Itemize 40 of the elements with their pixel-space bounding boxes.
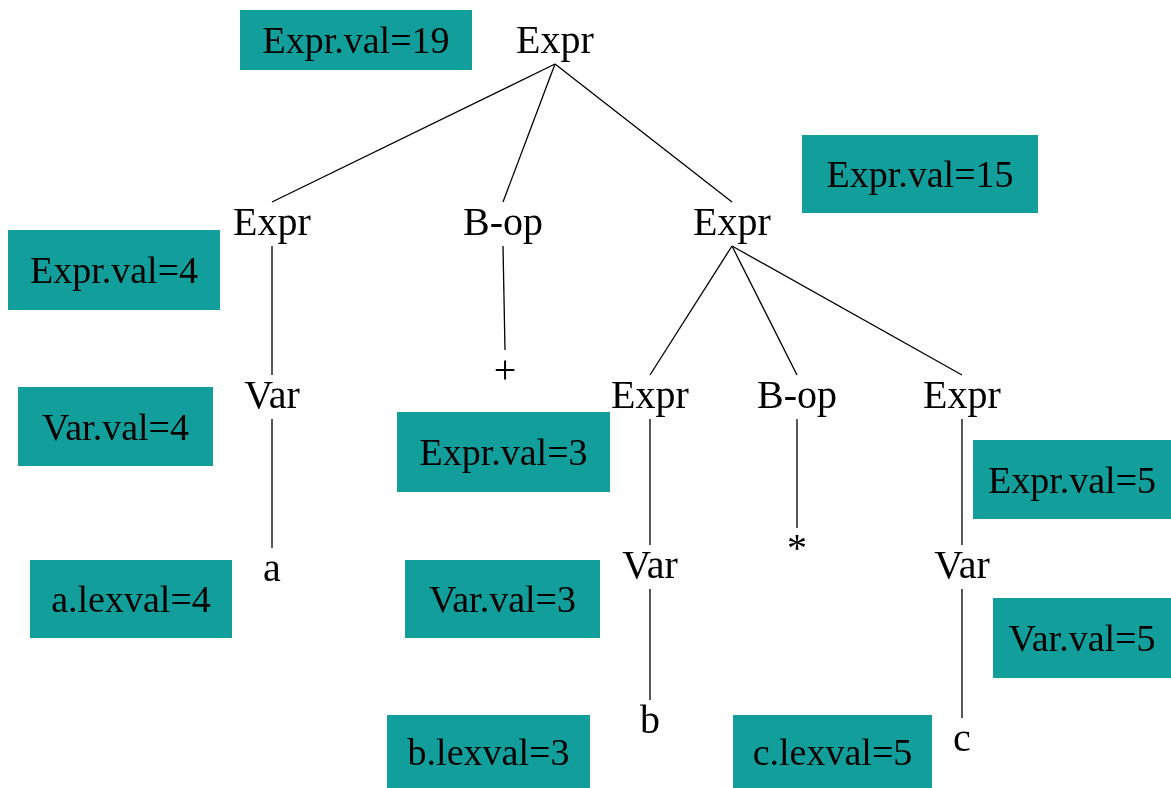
- tree-edge-line: [961, 418, 963, 546]
- tree-node-label: b: [640, 698, 660, 742]
- tree-edge-line: [271, 418, 273, 549]
- tree-node-label: a: [263, 546, 281, 590]
- tree-node-label: c: [953, 716, 971, 760]
- tree-node-label: Expr: [611, 373, 689, 417]
- tree-node-label: Expr: [516, 18, 594, 62]
- attribute-value-box: Expr.val=4: [8, 230, 220, 310]
- tree-node-label: *: [787, 526, 807, 570]
- tree-node-label: B-op: [757, 373, 837, 417]
- tree-edge-line: [271, 245, 273, 376]
- tree-edge-line: [649, 588, 651, 701]
- tree-edge-line: [731, 245, 963, 376]
- attribute-value-box: a.lexval=4: [30, 560, 232, 638]
- attribute-value-box: Var.val=5: [993, 598, 1171, 678]
- attribute-value-box: c.lexval=5: [733, 715, 932, 788]
- attribute-value-box: Expr.val=15: [802, 135, 1038, 213]
- tree-edge-line: [502, 245, 506, 351]
- attribute-value-box: Expr.val=3: [397, 412, 610, 492]
- tree-edge-line: [961, 588, 963, 719]
- tree-edge-line: [502, 63, 556, 203]
- tree-node-label: Var: [622, 543, 678, 587]
- tree-edge-line: [649, 245, 733, 376]
- tree-edge-line: [271, 63, 556, 203]
- tree-node-label: B-op: [463, 200, 543, 244]
- attribute-value-box: Var.val=3: [405, 560, 600, 638]
- tree-edge-line: [649, 418, 651, 546]
- tree-node-label: Var: [934, 543, 990, 587]
- tree-edge-line: [796, 418, 798, 529]
- attribute-value-box: Expr.val=19: [240, 10, 472, 70]
- attribute-value-box: b.lexval=3: [387, 715, 590, 788]
- tree-node-label: Expr: [693, 200, 771, 244]
- tree-node-label: +: [493, 348, 517, 392]
- attribute-value-box: Expr.val=5: [973, 440, 1171, 519]
- tree-edge-line: [554, 63, 733, 203]
- tree-node-label: Expr: [233, 200, 311, 244]
- tree-node-label: Var: [244, 373, 300, 417]
- tree-node-label: Expr: [923, 373, 1001, 417]
- attribute-value-box: Var.val=4: [18, 387, 213, 466]
- tree-edge-line: [731, 245, 798, 376]
